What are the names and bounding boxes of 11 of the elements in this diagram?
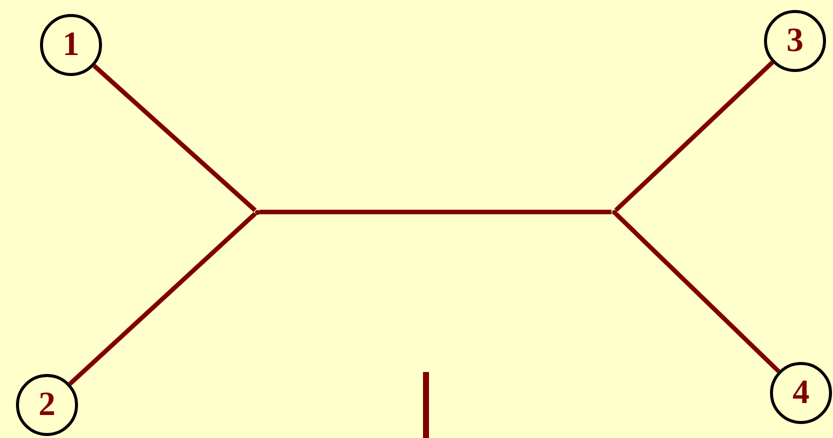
node-number: 1 (62, 28, 80, 62)
branch-line (260, 210, 612, 214)
branch-line (614, 60, 774, 212)
branch-line (68, 212, 257, 386)
junction-dot (254, 210, 260, 214)
node-number: 3 (786, 24, 804, 58)
junction-dot (612, 210, 616, 214)
node-number: 4 (792, 376, 810, 410)
node-number: 2 (38, 388, 56, 422)
branch-line (92, 64, 257, 212)
branch-line (614, 212, 780, 374)
